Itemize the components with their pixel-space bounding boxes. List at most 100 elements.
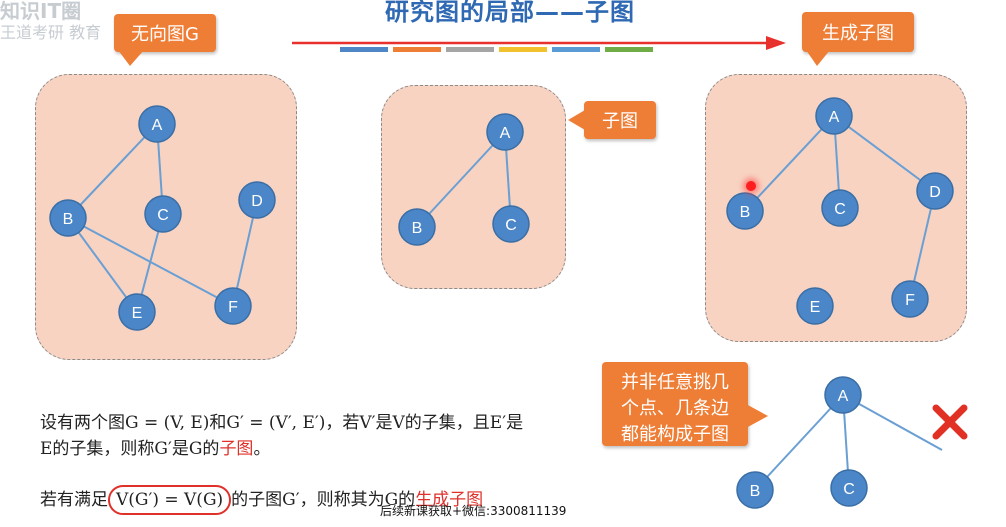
deco-segment	[552, 47, 600, 52]
node-circle	[830, 469, 868, 507]
callout-spanning: 生成子图	[802, 12, 914, 52]
graph-invalid: A B C	[736, 376, 943, 509]
edge-A-B	[744, 115, 835, 212]
node-E: E	[118, 293, 156, 331]
graph-spanning: A B C D E F	[726, 97, 954, 325]
node-A: A	[824, 376, 862, 414]
node-A: A	[815, 97, 853, 135]
arrow-to-spanning	[292, 36, 786, 50]
deco-segment	[340, 47, 388, 52]
node-F: F	[214, 287, 252, 325]
definition-text: 设有两个图G = (V, E)和G′ = (V′, E′)，若V′是V的子集，且…	[40, 410, 523, 462]
node-circle	[891, 280, 929, 318]
node-label: C	[834, 201, 846, 218]
subgraph-panel	[381, 85, 566, 289]
node-circle	[214, 287, 252, 325]
watermark-line2: 王道考研 教育	[0, 23, 102, 42]
node-circle	[238, 181, 276, 219]
node-label: A	[838, 388, 849, 405]
graph-g: A B C D E F	[49, 105, 276, 331]
edge-B-F	[67, 217, 234, 307]
node-circle	[49, 199, 87, 237]
page-title: 研究图的局部——子图	[385, 0, 635, 26]
edge-A-B	[67, 123, 158, 219]
node-label: C	[157, 207, 169, 224]
callout-undirected-label: 无向图G	[131, 24, 199, 45]
watermark: 知识IT圈 王道考研 教育	[0, 0, 101, 44]
node-label: D	[251, 193, 263, 210]
edge-B-E	[67, 217, 138, 313]
edge-A-B	[754, 394, 844, 491]
node-circle	[486, 113, 524, 151]
node-D: D	[238, 181, 276, 219]
node-B: B	[736, 471, 774, 509]
node-label: F	[228, 299, 238, 316]
definition-line3-pre: 若有满足	[40, 490, 108, 510]
warning-line: 个点、几条边	[621, 398, 729, 419]
watermark-line1: 知识IT圈	[0, 0, 82, 23]
callout-spanning-tail	[806, 50, 830, 66]
node-label: E	[810, 299, 821, 316]
node-label: A	[152, 117, 163, 134]
node-B: B	[726, 192, 764, 230]
title-color-bar	[340, 37, 658, 56]
node-circle	[492, 205, 530, 243]
node-circle	[726, 192, 764, 230]
definition-line2: E的子集，则称G′是G的子图。	[40, 436, 523, 462]
graph-sub: A B C	[398, 113, 530, 246]
node-circle	[118, 293, 156, 331]
callout-spanning-label: 生成子图	[822, 23, 894, 44]
node-label: C	[505, 217, 517, 234]
node-circle	[824, 376, 862, 414]
node-circle	[736, 471, 774, 509]
node-label: A	[500, 125, 511, 142]
deco-segment	[605, 47, 653, 52]
node-F: F	[891, 280, 929, 318]
node-C: C	[144, 195, 182, 233]
callout-subgraph: 子图	[584, 101, 656, 139]
callout-subgraph-tail	[568, 110, 585, 130]
node-C: C	[492, 205, 530, 243]
node-label: C	[843, 481, 855, 498]
callout-undirected-tail	[118, 50, 144, 66]
node-circle	[796, 287, 834, 325]
definition-line1: 设有两个图G = (V, E)和G′ = (V′, E′)，若V′是V的子集，且…	[40, 413, 524, 433]
warning-line: 并非任意挑几	[621, 372, 729, 393]
callout-undirected-graph: 无向图G	[114, 14, 216, 52]
definition-line2-pre: E的子集，则称G′是G的	[40, 439, 220, 459]
footer-note: 后续新课获取+微信:3300811139	[380, 504, 567, 518]
invalid-cross-icon	[932, 404, 968, 440]
callout-warning-tail	[746, 404, 768, 428]
node-label: B	[412, 220, 423, 237]
node-C: C	[821, 189, 859, 227]
callout-warning: 并非任意挑几 个点、几条边 都能构成子图	[602, 362, 748, 446]
node-label: A	[829, 109, 840, 126]
node-label: F	[905, 292, 915, 309]
node-label: B	[740, 204, 751, 221]
edge-A-D	[833, 115, 936, 192]
node-B: B	[398, 208, 436, 246]
definition-line3-mid: 的子图G′，则称其为G的	[231, 490, 416, 510]
deco-segment	[393, 47, 441, 52]
deco-segment	[499, 47, 547, 52]
node-label: E	[132, 305, 143, 322]
warning-line: 都能构成子图	[621, 424, 729, 445]
node-label: B	[63, 211, 74, 228]
node-circle	[398, 208, 436, 246]
node-label: D	[929, 184, 941, 201]
spanning-term: 生成子图	[415, 490, 484, 510]
edge-A-B	[416, 131, 506, 228]
laser-pointer-dot	[746, 181, 756, 191]
node-E: E	[796, 287, 834, 325]
node-circle	[144, 195, 182, 233]
node-A: A	[138, 105, 176, 143]
callout-subgraph-label: 子图	[602, 111, 638, 132]
node-circle	[138, 105, 176, 143]
node-C: C	[830, 469, 868, 507]
node-label: B	[750, 483, 761, 500]
node-circle	[916, 172, 954, 210]
deco-segment	[446, 47, 494, 52]
node-D: D	[916, 172, 954, 210]
